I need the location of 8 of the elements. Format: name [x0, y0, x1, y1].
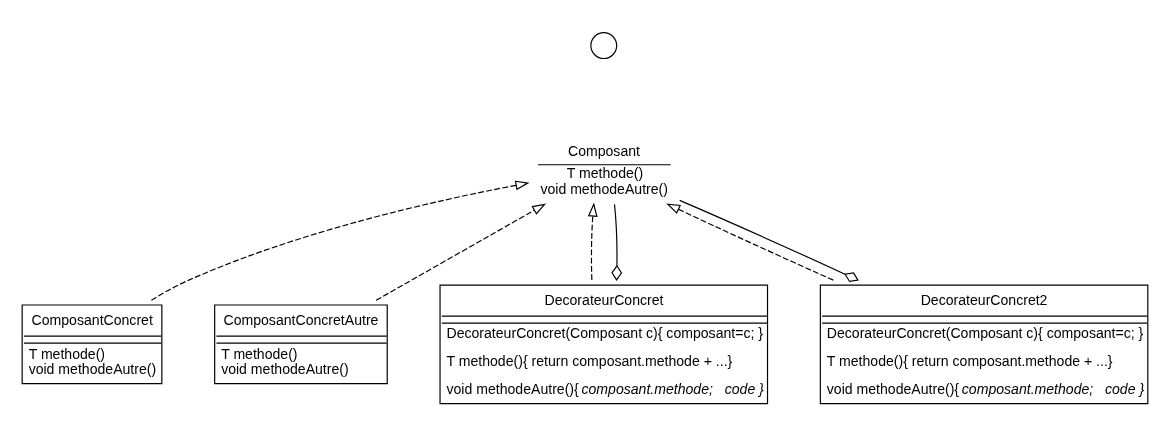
connector	[611, 203, 623, 281]
arrow	[587, 202, 598, 281]
arrow	[375, 203, 547, 301]
arrow	[150, 180, 530, 301]
node-text: Composant T methode() void methodeAutre()	[540, 143, 668, 197]
connector	[679, 199, 859, 283]
arrow	[666, 203, 834, 281]
node-circle	[590, 32, 618, 60]
